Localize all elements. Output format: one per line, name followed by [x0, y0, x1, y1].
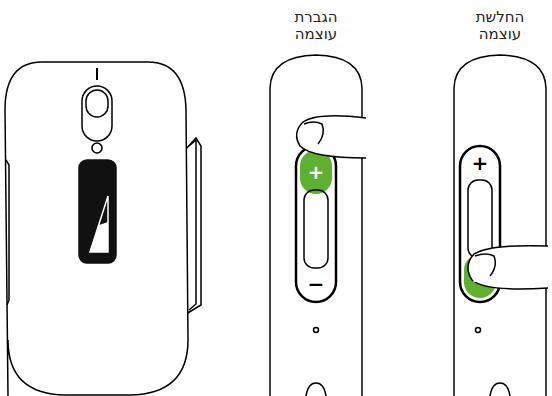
off-symbol	[92, 143, 102, 153]
device-side-down	[454, 55, 548, 396]
power-switch	[82, 86, 112, 141]
finger-nail	[304, 122, 323, 144]
bottom-notch	[490, 383, 510, 396]
volume-rocker	[296, 146, 336, 302]
on-symbol	[96, 68, 98, 80]
device-housing	[270, 55, 362, 396]
power-switch-knob	[86, 90, 108, 117]
bottom-notch	[306, 383, 326, 396]
caption-label: החלשת עוצמה	[468, 9, 532, 44]
mic-hole	[314, 328, 319, 333]
finger	[297, 116, 366, 158]
rocker-center	[304, 190, 328, 268]
device-housing	[5, 62, 188, 396]
caption-label: הגברת עוצמה	[284, 9, 348, 44]
device-side-up	[270, 55, 366, 396]
belt-clip-edge	[189, 140, 196, 310]
mic-hole	[476, 328, 481, 333]
minus-sign: −	[468, 269, 492, 292]
rocker-center	[468, 180, 492, 258]
minus-sign: −	[304, 273, 328, 296]
plus-sign: +	[468, 152, 492, 175]
volume-display	[79, 160, 116, 263]
volume-wedge	[90, 196, 108, 252]
plus-sign: +	[304, 161, 328, 184]
device-housing	[454, 55, 546, 396]
device-front	[5, 62, 201, 396]
housing-seam	[6, 160, 9, 305]
volume-level	[90, 222, 108, 252]
rocker-plus-active	[300, 150, 332, 194]
